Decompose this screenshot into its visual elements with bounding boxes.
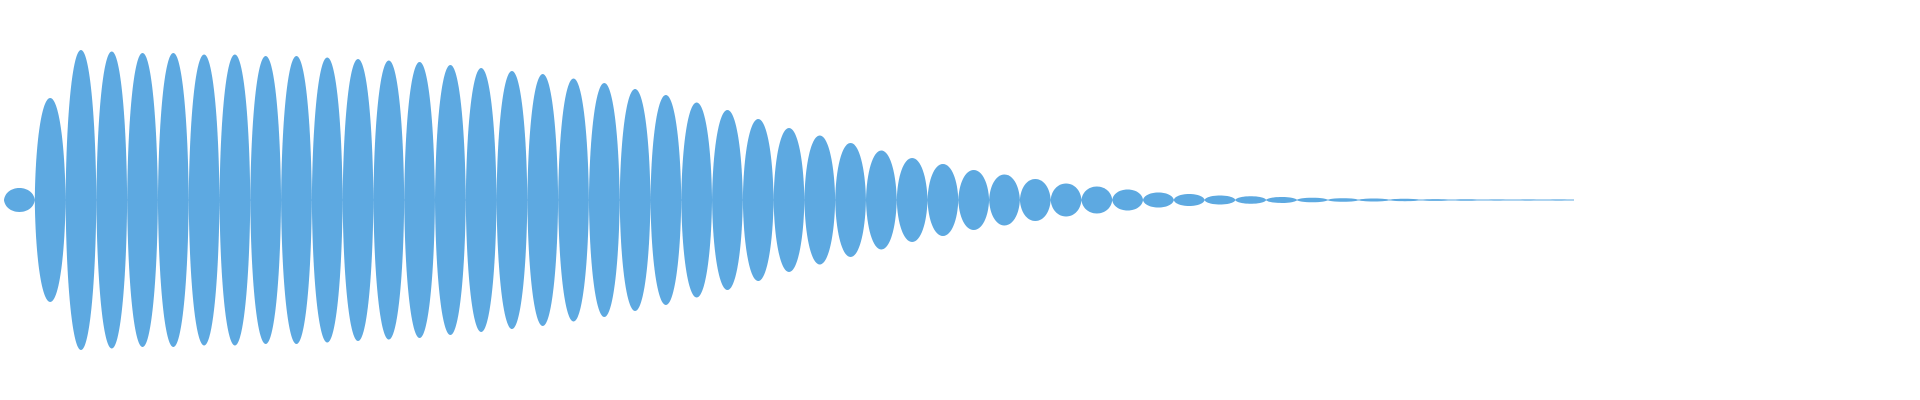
waveform-lobe [34, 98, 66, 302]
waveform-lobe [1481, 199, 1513, 201]
waveform-lobe [865, 150, 897, 250]
waveform-lobe [989, 174, 1020, 226]
waveform-lobe [1266, 197, 1297, 203]
waveform-lobe [311, 57, 343, 343]
waveform-lobe [96, 51, 128, 349]
waveform-lobe [219, 54, 251, 346]
waveform-lobe [1512, 199, 1544, 201]
waveform-lobe [558, 78, 589, 322]
waveform-lobe [1420, 199, 1451, 201]
waveform-lobe [927, 164, 959, 236]
waveform-lobe [342, 59, 374, 341]
waveform-lobe [250, 56, 282, 344]
waveform-lobe [650, 95, 682, 305]
waveform-lobe [1019, 179, 1051, 221]
waveform-lobe [958, 170, 990, 230]
waveform-lobe [157, 53, 189, 347]
waveform-lobe [1112, 189, 1144, 211]
waveform-lobe [527, 74, 559, 326]
waveform-lobe [1450, 199, 1482, 201]
waveform-lobe [1543, 199, 1574, 201]
waveform-lobe [1204, 195, 1236, 205]
waveform-lobe [373, 60, 405, 340]
waveform-lobe [835, 143, 866, 257]
waveform-lobe [4, 188, 35, 212]
waveform-lobe [1235, 196, 1267, 204]
waveform-lobe [773, 128, 805, 272]
waveform-lobe [1327, 198, 1359, 202]
waveform-lobe [681, 102, 713, 298]
waveform-lobe [281, 56, 312, 344]
waveform-lobe [1389, 198, 1421, 202]
waveform-lobe [742, 119, 774, 281]
waveform-lobe [712, 110, 743, 290]
waveform-lobe [496, 71, 528, 329]
waveform-lobe [588, 83, 620, 317]
waveform-lobe [127, 53, 158, 347]
waveform-lobe [1296, 197, 1328, 203]
waveform-lobe [1173, 194, 1205, 206]
waveform-lobe [619, 89, 651, 311]
waveform-lobe [65, 50, 97, 350]
waveform-lobe [434, 65, 466, 335]
waveform-lobe [804, 135, 836, 265]
waveform-lobe [1050, 183, 1082, 217]
waveform-lobe [1358, 198, 1390, 202]
waveform-lobe [404, 62, 435, 338]
waveform-lobe [1143, 192, 1174, 208]
waveform-lobe [1081, 186, 1113, 214]
waveform-lobes [4, 50, 1574, 350]
waveform-lobe [465, 68, 497, 332]
waveform-lobe [188, 54, 220, 346]
waveform-lobe [896, 158, 928, 242]
